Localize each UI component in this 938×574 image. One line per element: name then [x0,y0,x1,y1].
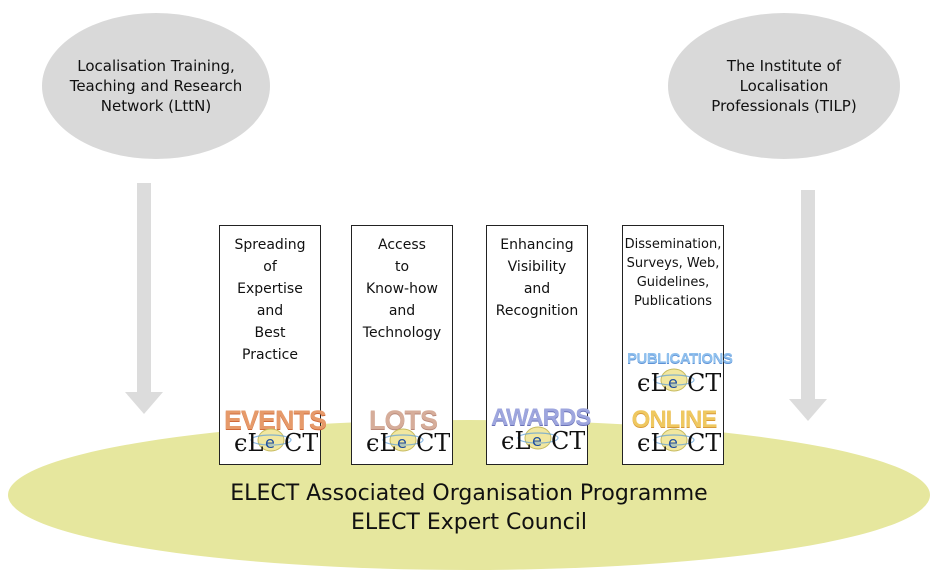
svg-text:e: e [668,433,678,452]
svg-text:e: e [668,373,678,392]
publications-logo: PUBLICATIONS ϵL e CT [627,346,733,398]
svg-text:e: e [397,433,407,452]
svg-text:e: e [532,431,542,450]
svg-text:ϵL: ϵL [234,429,263,456]
left-arrow-head [125,392,163,414]
base-line-1: ELECT Associated Organisation Programme [230,481,708,506]
elect-mark-icon: ϵL e CT [234,428,318,456]
card-publications: Dissemination, Surveys, Web, Guidelines,… [622,225,733,465]
awards-logo: AWARDS ϵL e CT [491,404,591,456]
base-line-2: ELECT Expert Council [351,510,587,535]
svg-text:CT: CT [284,429,318,456]
card-publications-text: Dissemination, Surveys, Web, Guidelines,… [624,237,722,309]
elect-mark-icon: ϵL e CT [501,426,585,454]
lttn-label: Localisation Training, Teaching and Rese… [69,57,243,115]
tilp-bubble: The Institute of Localisation Profession… [668,13,900,159]
svg-text:ϵL: ϵL [501,427,530,454]
svg-text:CT: CT [687,369,721,396]
tilp-label: The Institute of Localisation Profession… [711,57,857,115]
svg-text:ϵL: ϵL [637,369,666,396]
card-events: Spreading of Expertise and Best Practice… [219,225,327,465]
base-ellipse [8,420,930,570]
svg-text:CT: CT [551,427,585,454]
card-awards: Enhancing Visibility and Recognition AWA… [486,225,591,465]
svg-text:CT: CT [416,429,450,456]
online-logo-word: ONLINE [631,406,718,433]
events-logo: EVENTS ϵL e CT [224,406,327,458]
card-lots-text: Access to Know-how and Technology [362,237,442,341]
card-awards-text: Enhancing Visibility and Recognition [495,237,579,319]
svg-text:ϵL: ϵL [637,429,666,456]
elect-mark-icon: ϵL e CT [637,428,721,456]
lttn-bubble: Localisation Training, Teaching and Rese… [42,13,270,159]
svg-text:CT: CT [687,429,721,456]
elect-mark-icon: ϵL e CT [366,428,450,456]
card-events-text: Spreading of Expertise and Best Practice [234,237,306,363]
right-arrow-shaft [801,190,815,402]
awards-logo-word: AWARDS [491,404,591,431]
svg-text:e: e [265,433,275,452]
online-logo: ONLINE ϵL e CT [627,406,721,458]
svg-text:ϵL: ϵL [366,429,395,456]
right-arrow-head [789,399,827,421]
publications-logo-word: PUBLICATIONS [627,350,733,367]
lots-logo: LOTS ϵL e CT [356,406,450,458]
elect-mark-icon: ϵL e CT [637,368,721,396]
card-lots: Access to Know-how and Technology LOTS ϵ… [351,225,453,465]
left-arrow-shaft [137,183,151,395]
